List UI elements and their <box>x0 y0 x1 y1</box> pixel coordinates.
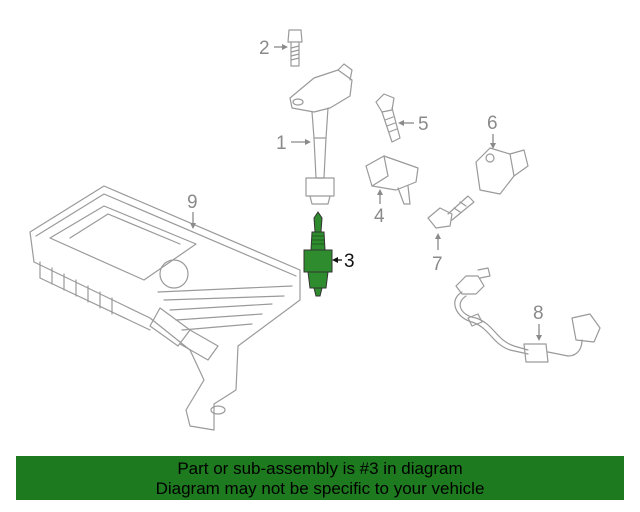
part-1-ignition-coil[interactable] <box>289 63 353 205</box>
part-6-sensor[interactable] <box>475 147 529 195</box>
callout-1-label: 1 <box>276 133 287 154</box>
part-7-bolt[interactable] <box>427 195 475 229</box>
callout-6: 6 <box>487 113 498 149</box>
callout-2: 2 <box>259 38 288 59</box>
callout-2-label: 2 <box>259 38 270 59</box>
callout-5: 5 <box>398 114 429 135</box>
callout-4-label: 4 <box>374 206 385 227</box>
callout-9: 9 <box>187 192 198 229</box>
parts-diagram: 2 1 9 3 5 4 6 7 8 <box>29 29 601 431</box>
callout-9-label: 9 <box>187 192 198 213</box>
banner-line-2: Diagram may not be specific to your vehi… <box>155 479 485 498</box>
part-9-ecm-housing[interactable] <box>29 185 301 431</box>
callout-1: 1 <box>276 133 311 154</box>
part-4-sensor[interactable] <box>365 155 419 205</box>
part-8-wire-harness[interactable] <box>454 267 601 363</box>
callout-3: 3 <box>332 251 355 272</box>
part-2-bolt[interactable] <box>287 29 303 67</box>
callout-7-label: 7 <box>432 254 443 275</box>
callout-5-label: 5 <box>418 114 429 135</box>
callout-8: 8 <box>533 303 544 341</box>
callout-4: 4 <box>374 189 385 227</box>
banner-line-1: Part or sub-assembly is #3 in diagram <box>177 459 463 478</box>
part-5-bolt[interactable] <box>375 93 401 143</box>
part-3-spark-plug[interactable] <box>303 211 333 297</box>
callout-3-label: 3 <box>344 251 355 272</box>
callout-7: 7 <box>432 233 443 275</box>
info-banner: Part or sub-assembly is #3 in diagram Di… <box>16 456 624 500</box>
callout-6-label: 6 <box>487 113 498 134</box>
callout-8-label: 8 <box>533 303 544 324</box>
